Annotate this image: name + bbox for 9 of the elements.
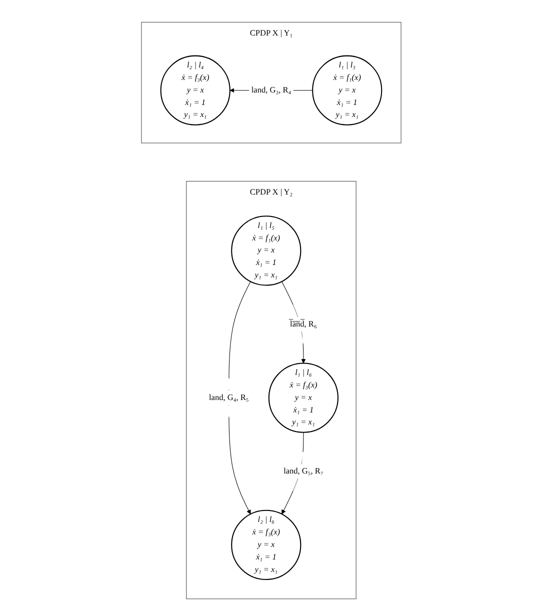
edge-label: land, G₄, R₅ [208, 393, 249, 402]
edge-label: land, G₃, R₄ [251, 86, 291, 94]
node-circle: l₂ | l₄ ẋ = f₃(x) y = x ẋ₁ = 1 y₁ = x₁ [160, 55, 230, 126]
node-circle: l₁ | l₆ ẋ = f₃(x) y = x ẋ₁ = 1 y₁ = x₁ [268, 362, 338, 433]
node-circle: l₁ | l₅ ẋ = f₁(x) y = x ẋ₁ = 1 y₁ = x₁ [230, 216, 302, 286]
node-circle: l₁ | l₃ ẋ = f₁(x) y = x ẋ₁ = 1 y₁ = x₁ [312, 55, 382, 126]
edge-label: land, G₅, R₇ [283, 466, 324, 476]
node-circle: l₂ | l₆ ẋ = f₃(x) y = x ẋ₁ = 1 y₁ = x₁ [230, 510, 302, 580]
edge-label: l̅a̅n̅d̅, R₆ [290, 320, 317, 328]
